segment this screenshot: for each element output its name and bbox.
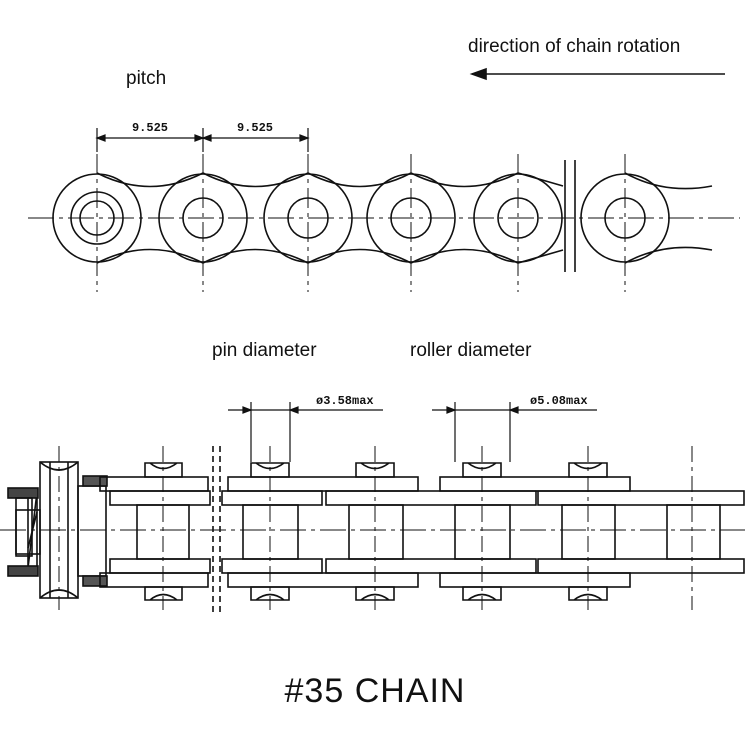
chain-side-view [0,446,745,612]
pitch-dimension-value-1: 9.525 [132,121,168,135]
direction-arrow [469,67,725,81]
chain-title: #35 CHAIN [284,672,466,710]
pitch-dimension-value-2: 9.525 [237,121,273,135]
connecting-link [7,461,108,599]
pin-diameter-dimension [228,402,383,462]
direction-label: direction of chain rotation [468,36,681,57]
pin-diameter-label: pin diameter [212,340,317,361]
roller-diameter-label: roller diameter [410,340,532,361]
pitch-label: pitch [126,68,167,89]
chain-top-view [28,154,740,292]
pitch-dimension [95,128,310,152]
pin-diameter-value: ø3.58max [316,394,374,408]
roller-diameter-dimension [432,402,597,462]
roller-diameter-value: ø5.08max [530,394,588,408]
